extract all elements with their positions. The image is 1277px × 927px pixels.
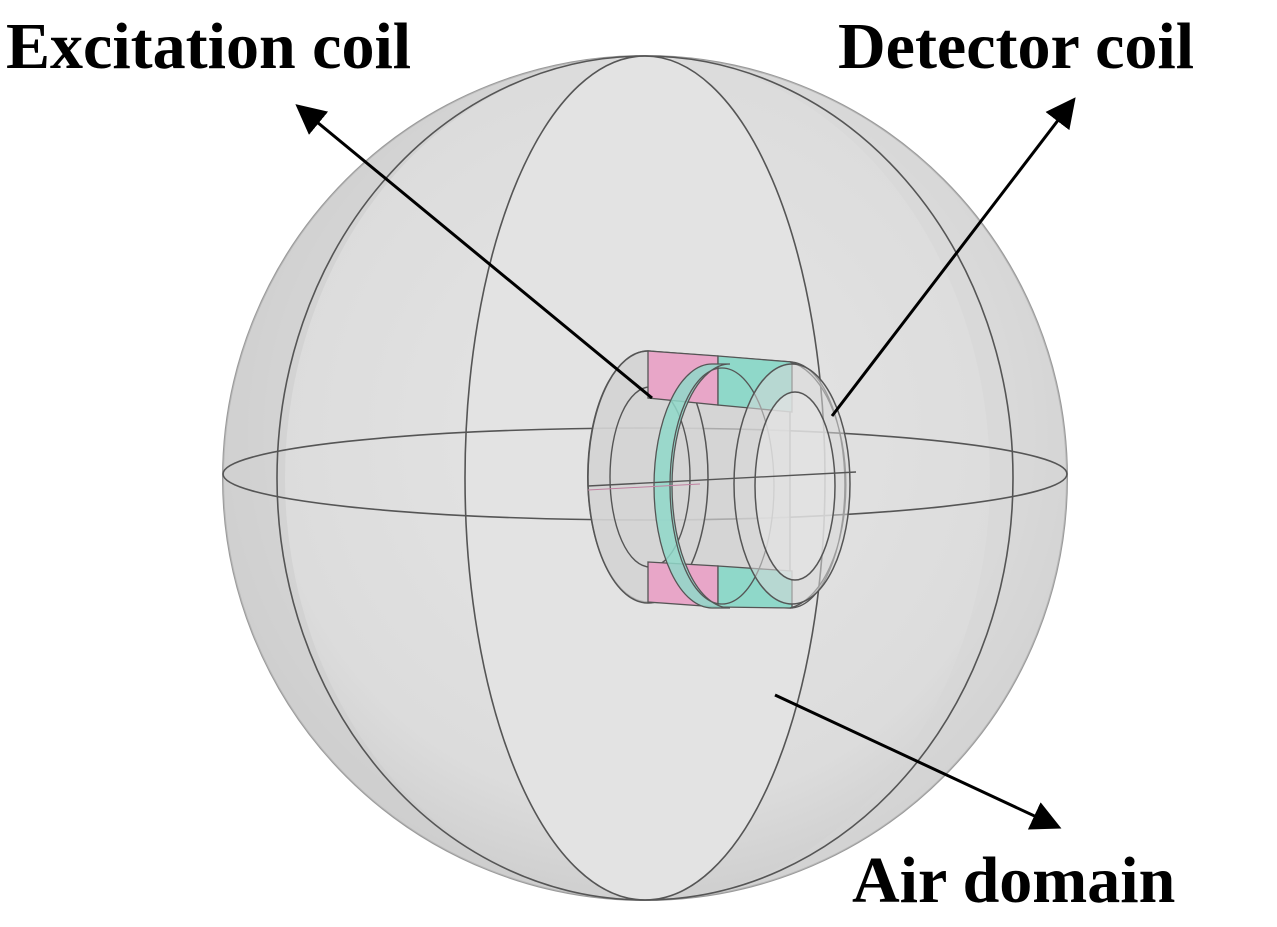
air-domain-arrow [774, 693, 1062, 830]
excitation-coil-label: Excitation coil [6, 10, 412, 83]
detector-coil-label: Detector coil [838, 10, 1195, 83]
coil-assembly [587, 350, 857, 609]
detector-coil-arrow [830, 97, 1076, 417]
air-domain-label: Air domain [852, 844, 1176, 917]
excitation-coil-arrow [295, 104, 653, 400]
